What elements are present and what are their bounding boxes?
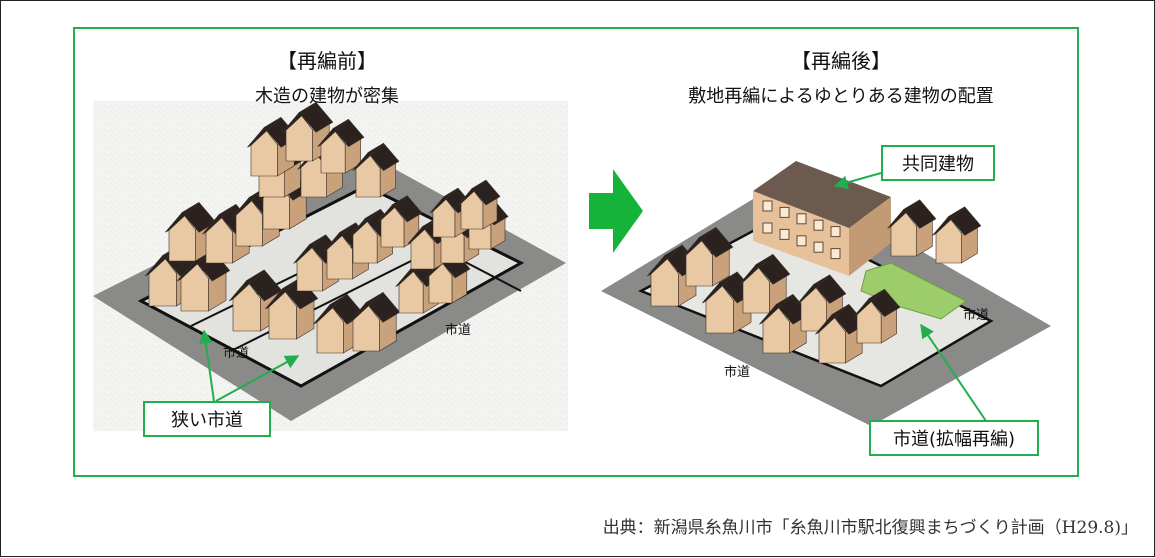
after-houses: [647, 199, 982, 364]
window: [762, 222, 773, 234]
window: [813, 219, 824, 231]
after-green-space: [860, 262, 967, 320]
after-illustration: [601, 161, 1051, 426]
after-house-9: [887, 199, 937, 257]
after-road-callout-arrow: [920, 323, 987, 422]
after-house-4: [739, 254, 791, 314]
after-house-6: [797, 274, 847, 332]
after-house-2: [682, 227, 734, 287]
after-road-label-bottom: 市道: [724, 365, 751, 380]
before-house-9: [247, 117, 299, 177]
before-houses: [145, 102, 509, 354]
before-callout-arrow-2: [215, 355, 300, 402]
before-road-label-left: 市道: [223, 346, 250, 361]
source-citation: 出典：新潟県糸魚川市「糸魚川市駅北復興まちづくり計画（H29.8)」: [602, 518, 1138, 538]
before-house-10: [282, 102, 334, 162]
before-house-27: [457, 179, 501, 230]
after-house-10: [932, 206, 982, 264]
before-road-label-right: 市道: [445, 323, 472, 338]
joint-building-callout: 共同建物: [881, 145, 995, 181]
before-house-12: [352, 142, 400, 198]
window: [779, 228, 790, 240]
before-house-2: [177, 249, 231, 312]
after-road-label-right: 市道: [963, 308, 990, 323]
before-title: 【再編前】: [277, 49, 377, 73]
before-house-14: [265, 277, 319, 340]
window: [830, 248, 841, 260]
after-house-7: [815, 304, 867, 364]
before-callout-arrow-1: [198, 329, 215, 402]
widened-road-callout: 市道(拡幅再編): [869, 420, 1039, 456]
transition-arrow: [589, 169, 643, 253]
window: [762, 200, 773, 212]
narrow-road-callout: 狭い市道: [143, 401, 271, 437]
window: [779, 206, 790, 218]
after-title: 【再編後】: [791, 49, 891, 73]
joint-building-windows: [762, 200, 841, 260]
window: [796, 213, 807, 225]
after-house-8: [853, 288, 901, 344]
after-subtitle: 敷地再編によるゆとりある建物の配置: [688, 86, 994, 107]
before-illustration: [93, 101, 568, 431]
after-building-callout-arrow: [833, 172, 882, 190]
before-house-20: [349, 292, 401, 352]
before-subtitle: 木造の建物が密集: [255, 86, 399, 107]
before-narrow-road-line-2: [230, 245, 442, 352]
joint-building: [753, 161, 891, 276]
window: [830, 226, 841, 238]
window: [813, 241, 824, 253]
before-house-11: [317, 118, 365, 174]
before-house-18: [377, 195, 423, 248]
comparison-frame: [73, 27, 1079, 477]
window: [796, 235, 807, 247]
